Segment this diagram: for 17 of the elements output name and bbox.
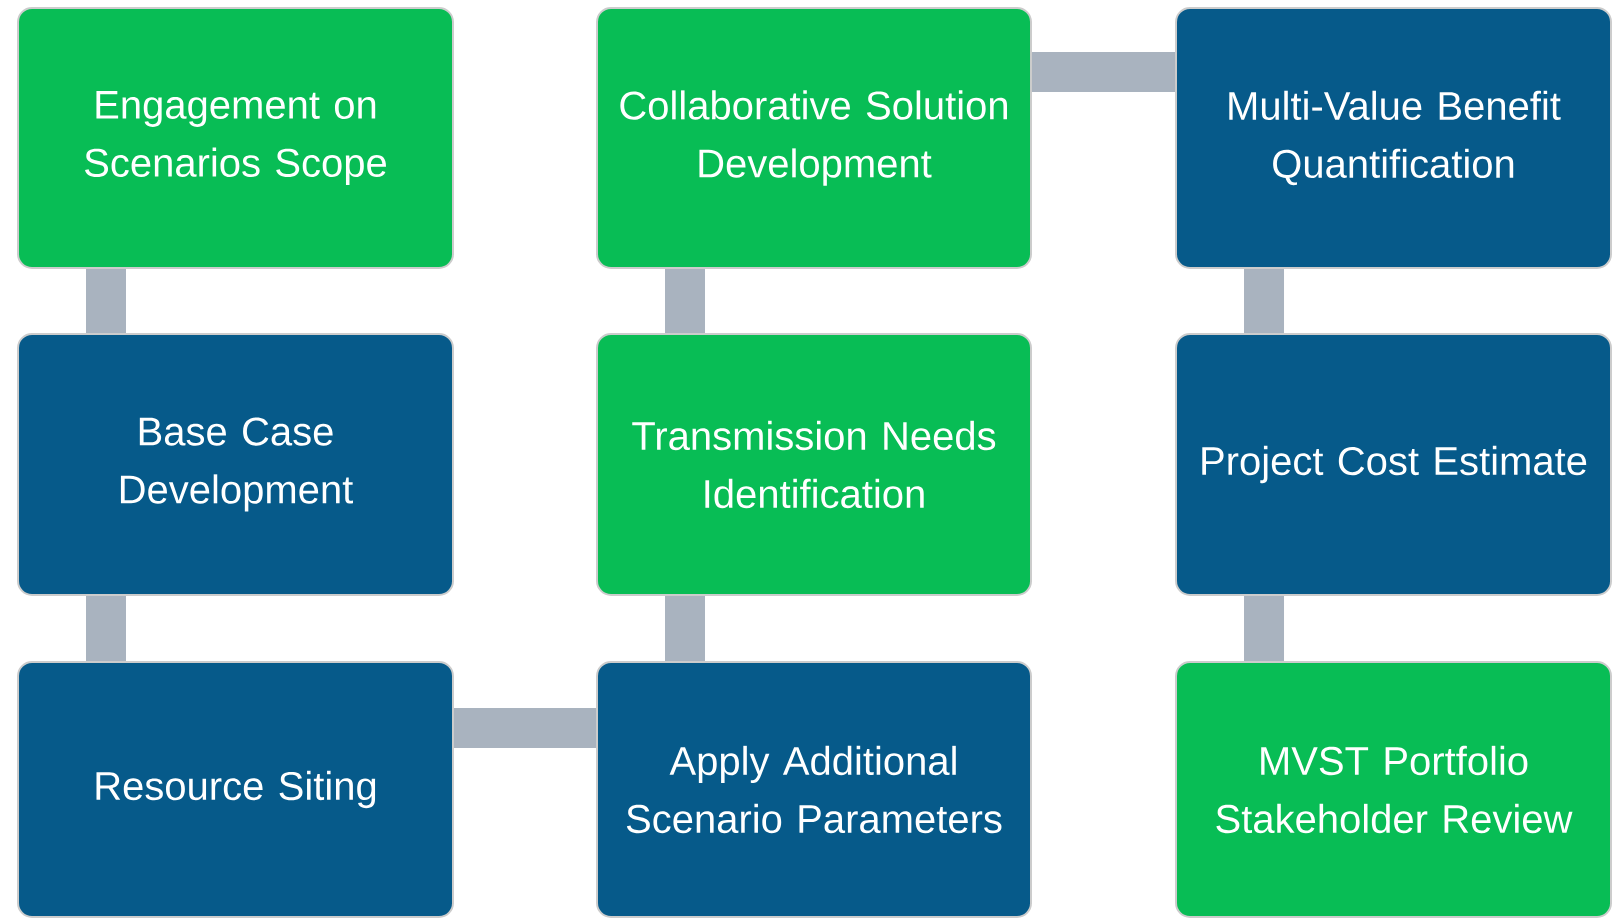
connector-bar bbox=[86, 269, 126, 333]
process-box: Project Cost Estimate bbox=[1175, 333, 1612, 596]
connector-bar bbox=[1032, 52, 1175, 92]
connector-bar bbox=[1244, 269, 1284, 333]
process-box: Base Case Development bbox=[17, 333, 454, 596]
process-box: Engagement on Scenarios Scope bbox=[17, 7, 454, 269]
process-box: Transmission Needs Identification bbox=[596, 333, 1032, 596]
process-box: Apply Additional Scenario Parameters bbox=[596, 661, 1032, 918]
process-box: MVST Portfolio Stakeholder Review bbox=[1175, 661, 1612, 918]
connector-bar bbox=[86, 596, 126, 661]
process-box: Collaborative Solution Development bbox=[596, 7, 1032, 269]
process-box: Multi-Value Benefit Quantification bbox=[1175, 7, 1612, 269]
connector-bar bbox=[1244, 596, 1284, 661]
connector-bar bbox=[665, 269, 705, 333]
connector-bar bbox=[665, 596, 705, 661]
process-box: Resource Siting bbox=[17, 661, 454, 918]
connector-bar bbox=[454, 708, 596, 748]
